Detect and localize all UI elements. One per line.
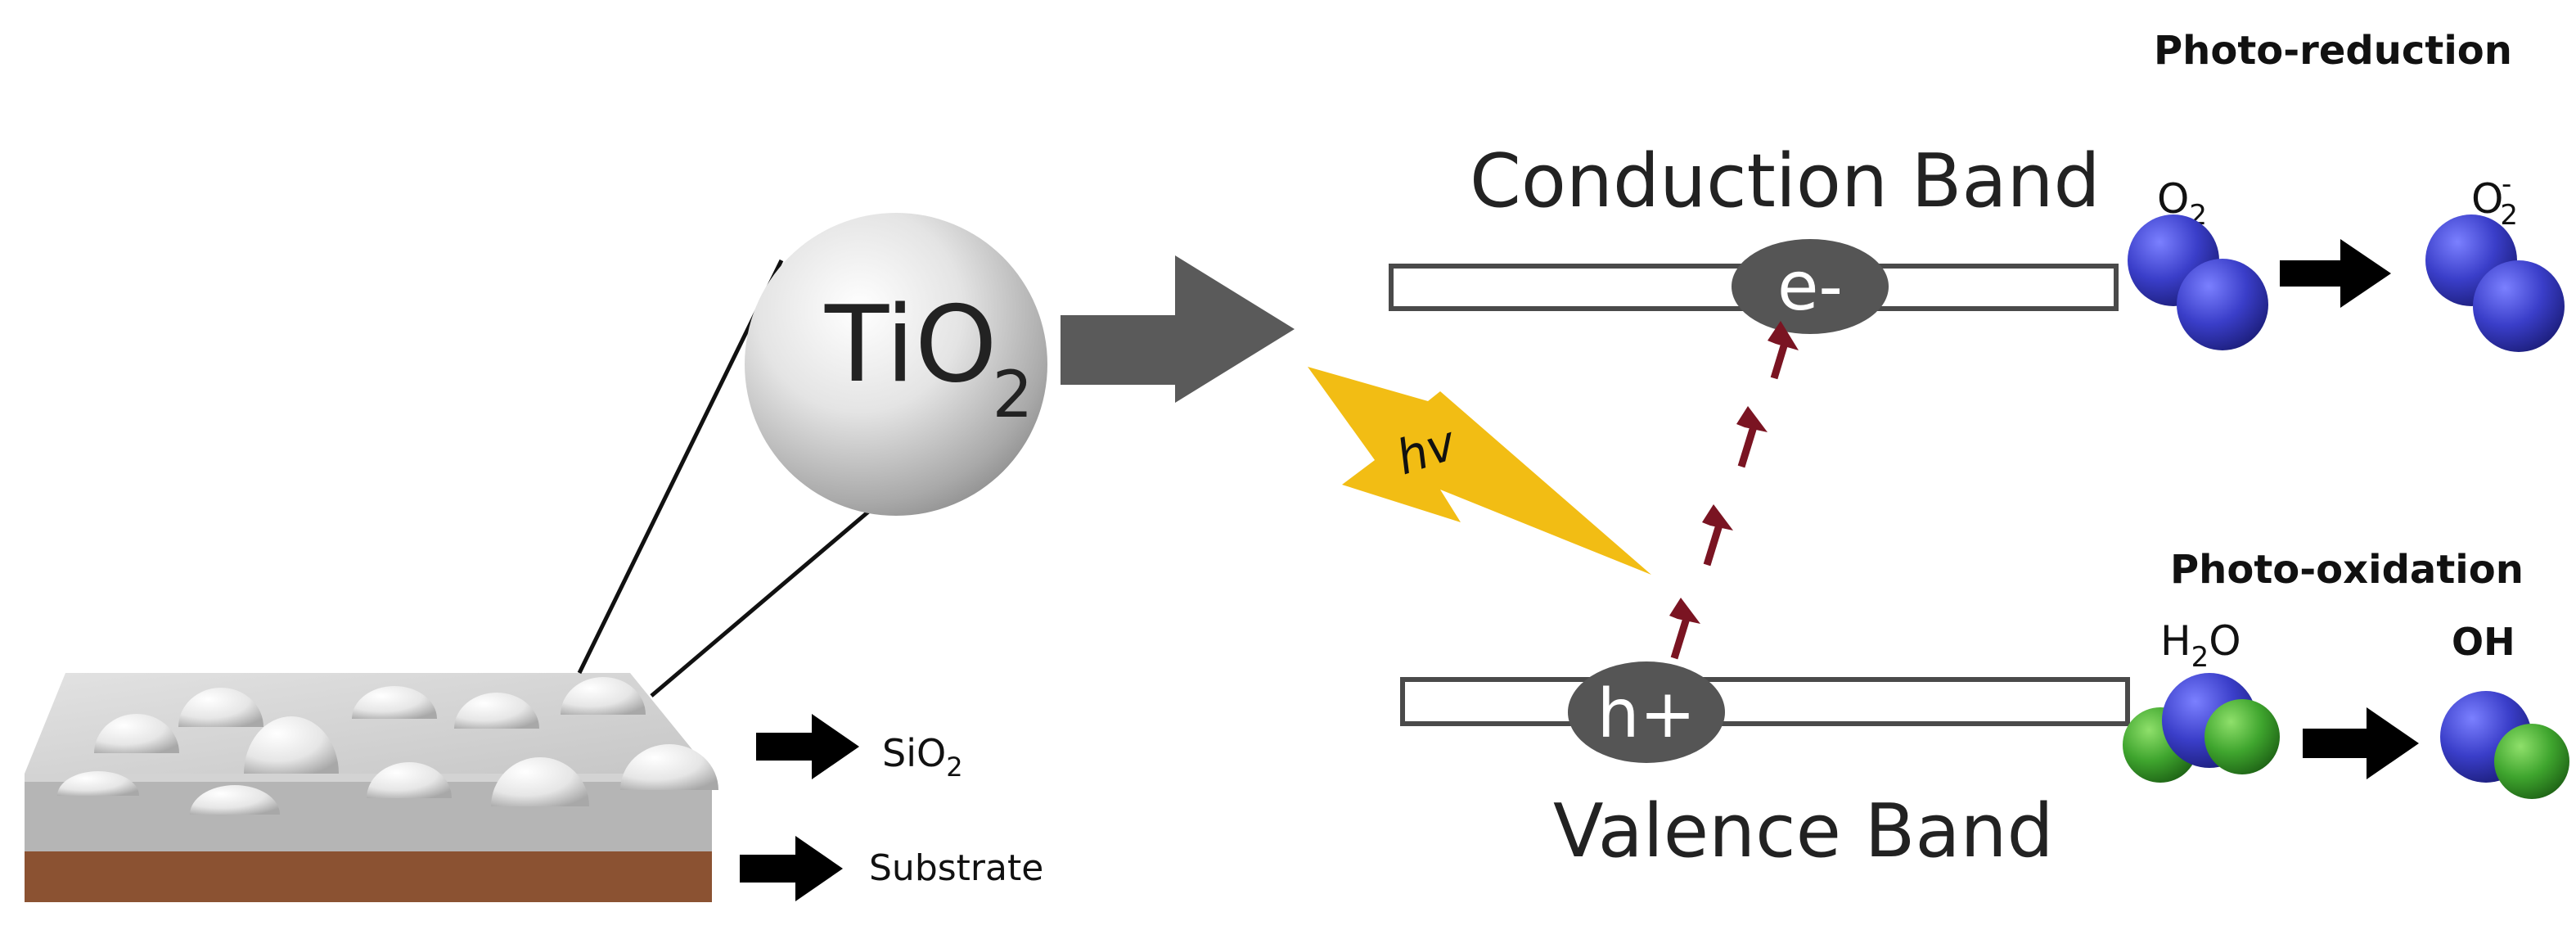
electron-label: e-	[1777, 248, 1843, 326]
valence-band: h+ Valence Band	[1400, 661, 2130, 874]
photo-oxidation: Photo-oxidation H2O OH	[2123, 547, 2569, 799]
electron-badge	[1732, 239, 1889, 334]
hole-badge	[1568, 661, 1725, 763]
conduction-band: Conduction Band e-	[1389, 138, 2119, 334]
oxygen-atom	[2177, 259, 2268, 350]
hydrogen-atom	[2204, 699, 2280, 774]
dome	[190, 785, 280, 815]
legend-sio2-label: SiO2	[882, 731, 963, 783]
process-arrow	[1061, 255, 1295, 403]
tio2-sphere	[745, 213, 1047, 516]
photo-reduction: Photo-reduction O2 O2-	[2128, 28, 2565, 352]
hole-label: h+	[1597, 675, 1696, 753]
photo-oxidation-title: Photo-oxidation	[2170, 547, 2524, 593]
lightning-bolt-icon	[1308, 367, 1651, 575]
dome	[94, 714, 179, 753]
superoxide-molecule	[2425, 214, 2565, 352]
o2-product-label: O2-	[2471, 168, 2518, 232]
oxygen-atom	[2473, 260, 2565, 352]
zoom-line-right	[650, 475, 912, 698]
dome	[620, 744, 718, 790]
arrow-right-icon	[740, 836, 843, 901]
reaction-arrow-icon	[2280, 239, 2391, 308]
dome	[178, 688, 263, 727]
arrow-up-icon	[1669, 598, 1700, 660]
o2-molecule	[2128, 214, 2268, 350]
dome	[454, 693, 539, 729]
arrow-up-icon	[1768, 321, 1799, 380]
reaction-arrow-icon	[2303, 707, 2419, 779]
dome	[367, 762, 452, 798]
dome	[57, 771, 139, 796]
o2-reactant-label: O2	[2157, 175, 2207, 232]
hydrogen-atom	[2494, 724, 2569, 799]
legend-sio2: SiO2	[756, 714, 963, 783]
arrow-up-icon	[1736, 406, 1768, 468]
conduction-band-label: Conduction Band	[1470, 138, 2101, 224]
valence-band-label: Valence Band	[1553, 788, 2054, 874]
hydroxyl-molecule	[2440, 691, 2569, 799]
h2o-molecule	[2123, 673, 2280, 783]
valence-band-bar	[1400, 677, 2130, 726]
light-hv: hv	[1308, 367, 1651, 575]
tio2-particle: TiO2	[745, 213, 1047, 516]
photo-reduction-title: Photo-reduction	[2154, 28, 2512, 74]
substrate-plate	[25, 673, 718, 902]
sio2-layer-highlight	[25, 774, 712, 782]
dome	[352, 686, 437, 719]
h2o-reactant-label: H2O	[2160, 617, 2241, 674]
tio2-label: TiO2	[824, 284, 1033, 432]
arrow-right-icon	[756, 714, 859, 779]
dome	[491, 757, 589, 806]
legend-substrate-label: Substrate	[869, 847, 1043, 889]
zoom-line-left	[577, 259, 784, 675]
legend-substrate: Substrate	[740, 836, 1043, 901]
dome	[244, 716, 339, 774]
substrate-layer	[25, 851, 712, 902]
oh-product-label: OH	[2452, 620, 2515, 664]
tio2-domes	[57, 677, 718, 815]
dome	[561, 677, 646, 715]
arrow-up-icon	[1702, 504, 1733, 567]
excitation-arrows	[1669, 321, 1799, 660]
